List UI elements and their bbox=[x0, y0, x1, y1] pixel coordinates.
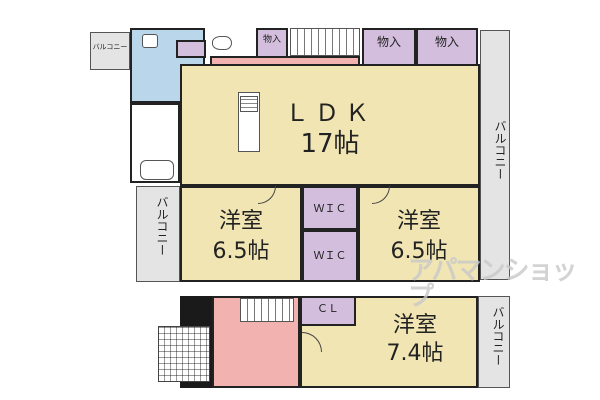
western-room-left-size: 6.5帖 bbox=[212, 239, 270, 264]
stove-icon bbox=[240, 96, 258, 112]
balcony-left bbox=[136, 186, 180, 282]
watermark: アパマンショップ bbox=[408, 256, 577, 312]
western-room-bottom-size: 7.4帖 bbox=[386, 341, 444, 366]
toilet-storage bbox=[176, 40, 206, 58]
western-room-right-name: 洋室 bbox=[396, 209, 441, 234]
storage-1 bbox=[256, 28, 288, 58]
western-room-bottom-fill-2 bbox=[356, 298, 476, 328]
storage-3-label: 物入 bbox=[434, 35, 459, 49]
western-room-right-size: 6.5帖 bbox=[390, 239, 448, 264]
balcony-right-bottom-label: バルコニー bbox=[491, 306, 505, 366]
wic-bottom bbox=[302, 230, 358, 282]
closet-label: ＣＬ bbox=[317, 302, 339, 315]
ldk-room bbox=[180, 64, 480, 186]
bathroom bbox=[130, 103, 180, 183]
western-room-left-name: 洋室 bbox=[218, 209, 263, 234]
balcony-top-left-label: バルコニー bbox=[92, 43, 128, 51]
washbasin-icon bbox=[142, 34, 158, 48]
wic-top bbox=[302, 186, 358, 230]
bathtub-icon bbox=[140, 160, 174, 180]
stair-top bbox=[290, 28, 360, 56]
wic-top-label: ＷＩＣ bbox=[313, 202, 347, 215]
western-room-bottom-fill bbox=[302, 326, 476, 386]
toilet-icon bbox=[212, 36, 232, 50]
lower-stair bbox=[240, 298, 294, 322]
western-room-left bbox=[180, 186, 302, 282]
balcony-right-bottom bbox=[478, 296, 510, 388]
ldk-size: 17帖 bbox=[300, 129, 360, 159]
lower-grid-stair bbox=[158, 326, 210, 382]
storage-2-label: 物入 bbox=[376, 35, 401, 49]
ldk-name: ＬＤＫ bbox=[285, 99, 375, 127]
western-room-right bbox=[358, 186, 480, 282]
western-room-bottom bbox=[300, 296, 478, 388]
balcony-left-label: バルコニー bbox=[155, 196, 169, 256]
wic-bottom-label: ＷＩＣ bbox=[313, 249, 347, 262]
western-room-bottom-name: 洋室 bbox=[392, 313, 437, 338]
storage-1-label: 物入 bbox=[262, 35, 281, 45]
balcony-right-top-label: バルコニー bbox=[493, 120, 507, 180]
balcony-top-left bbox=[90, 32, 130, 70]
balcony-right-top bbox=[480, 30, 510, 280]
